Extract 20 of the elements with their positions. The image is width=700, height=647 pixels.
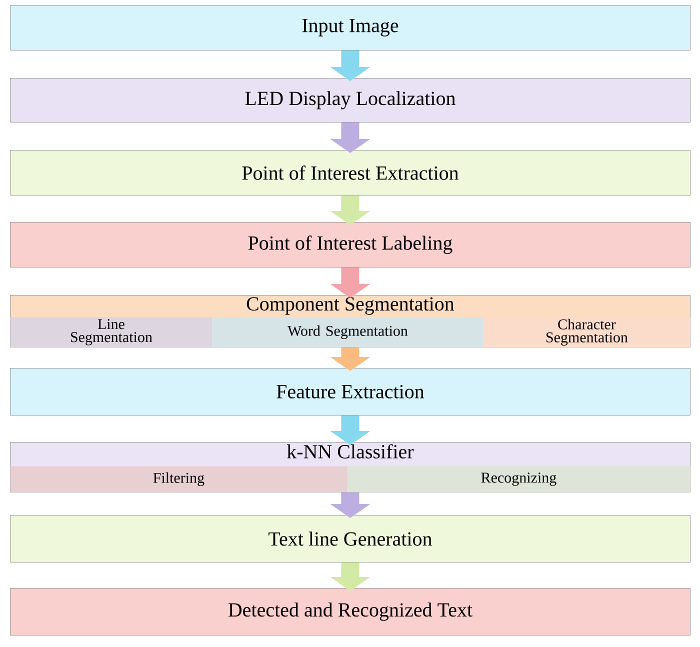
process-box: Feature Extraction bbox=[10, 368, 690, 416]
block-arrow bbox=[330, 415, 370, 445]
process-box: Point of Interest Extraction bbox=[10, 150, 690, 196]
sub-step-box: Character Segmentation bbox=[483, 317, 690, 348]
sub-step-box: Line Segmentation bbox=[10, 317, 212, 348]
process-box: Text line Generation bbox=[10, 515, 690, 562]
block-arrow bbox=[330, 562, 370, 591]
block-arrow bbox=[330, 267, 370, 298]
block-arrow bbox=[330, 347, 370, 371]
process-box: Detected and Recognized Text bbox=[10, 588, 690, 636]
block-arrow bbox=[330, 50, 370, 81]
block-arrow bbox=[330, 492, 370, 518]
block-arrow bbox=[330, 195, 370, 225]
process-box: Input Image bbox=[10, 5, 690, 50]
process-box: Point of Interest Labeling bbox=[10, 222, 690, 268]
sub-step-box: Word Segmentation bbox=[212, 317, 484, 348]
sub-step-box: Filtering bbox=[10, 466, 348, 492]
sub-step-box: Recognizing bbox=[347, 466, 690, 492]
process-box: LED Display Localization bbox=[10, 78, 690, 122]
block-arrow bbox=[330, 122, 370, 153]
